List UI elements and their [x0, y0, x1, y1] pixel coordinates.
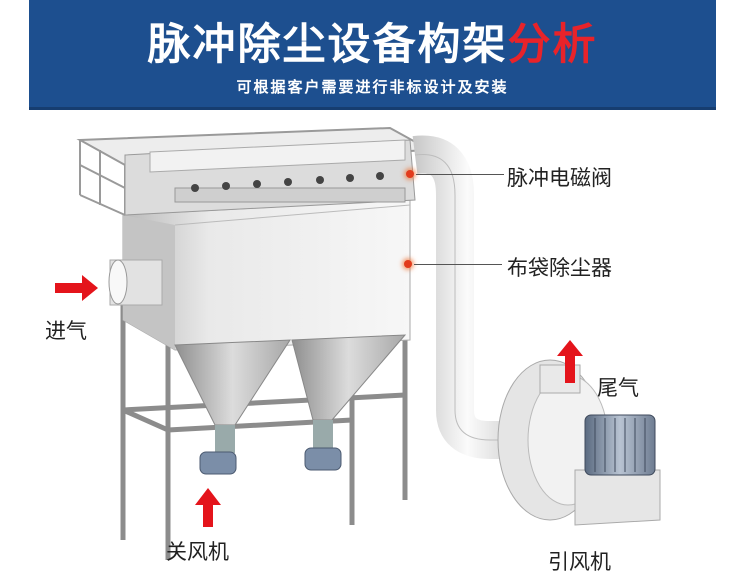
- pulse-valve-boxes: [124, 139, 416, 216]
- inlet-arrow: [55, 275, 98, 301]
- hopper-right: [291, 334, 407, 421]
- air-duct: [412, 135, 520, 459]
- bag-filter-leader: [414, 264, 502, 265]
- airlock-arrow: [195, 488, 221, 527]
- title-main: 脉冲除尘设备构架: [147, 20, 508, 70]
- page-title: 脉冲除尘设备构架分析: [29, 10, 716, 72]
- flow-arrows: [55, 275, 583, 527]
- exhaust-arrow: [557, 340, 583, 383]
- pulse-valve-marker: [406, 170, 414, 178]
- label-exhaust: 尾气: [597, 376, 639, 400]
- label-pulse-valve: 脉冲电磁阀: [507, 166, 612, 190]
- pulse-valve-leader: [416, 174, 504, 175]
- bag-filter-marker: [404, 260, 412, 268]
- page-subtitle: 可根据客户需要进行非标设计及安装: [236, 78, 509, 96]
- dust-collector-illustration: [55, 126, 661, 560]
- label-bag-filter: 布袋除尘器: [507, 256, 612, 280]
- air-inlet: [108, 259, 163, 306]
- airlock-valves: [199, 447, 342, 475]
- label-airlock: 关风机: [166, 540, 229, 564]
- hopper-left: [174, 339, 291, 426]
- valves: [191, 172, 384, 192]
- header-banner: 脉冲除尘设备构架分析 可根据客户需要进行非标设计及安装: [29, 0, 716, 110]
- induced-fan: [497, 359, 661, 526]
- title-highlight: 分析: [507, 20, 598, 70]
- label-inlet: 进气: [45, 319, 87, 343]
- label-fan: 引风机: [548, 550, 611, 574]
